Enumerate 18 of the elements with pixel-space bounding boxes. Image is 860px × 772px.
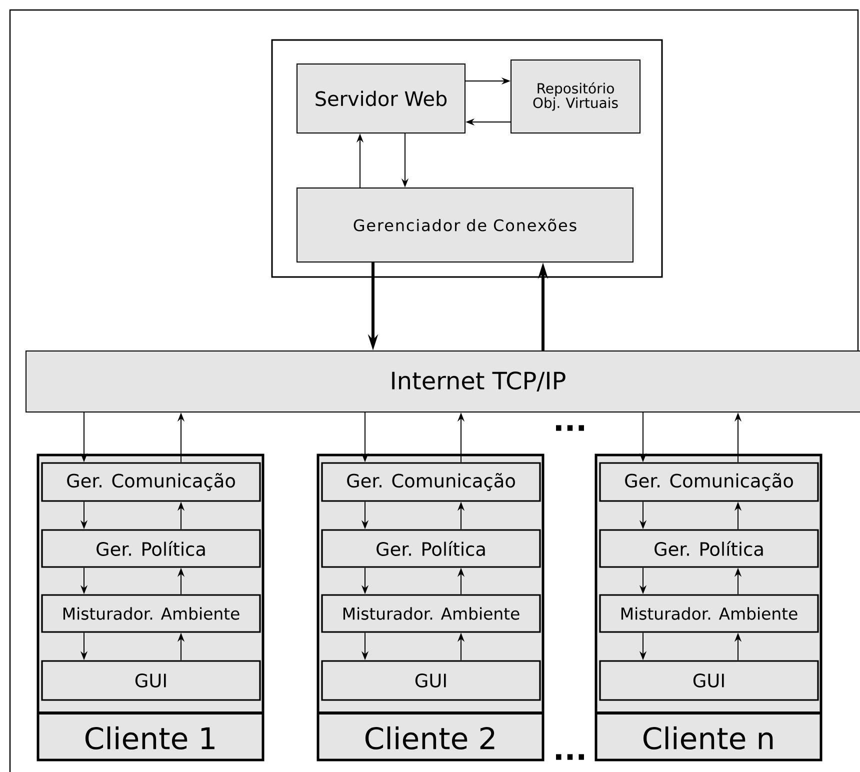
process-box: Servidor Web [296, 64, 466, 134]
ellipsis: ... [556, 754, 584, 760]
layer-box: Ger. Política [599, 529, 819, 568]
layer-box: GUI [41, 660, 261, 701]
process-box: Gerenciador de Conexões [296, 188, 634, 262]
layer-box: Misturador. Ambiente [41, 594, 261, 633]
layer-box: Misturador. Ambiente [599, 594, 819, 633]
layer-box: GUI [321, 660, 541, 701]
layer-box: Ger. Comunicação [41, 462, 261, 502]
layer-box: Ger. Comunicação [321, 462, 541, 502]
layer-box: GUI [599, 660, 819, 701]
layer-box: Misturador. Ambiente [321, 594, 541, 633]
layer-box: Ger. Política [321, 529, 541, 568]
layer-box: Ger. Política [41, 529, 261, 568]
ellipsis: ... [556, 425, 584, 431]
repository-box: Repositório Obj. Virtuais [510, 60, 640, 134]
network-band: Internet TCP/IP [26, 350, 860, 412]
layer-box: Ger. Comunicação [599, 462, 819, 502]
